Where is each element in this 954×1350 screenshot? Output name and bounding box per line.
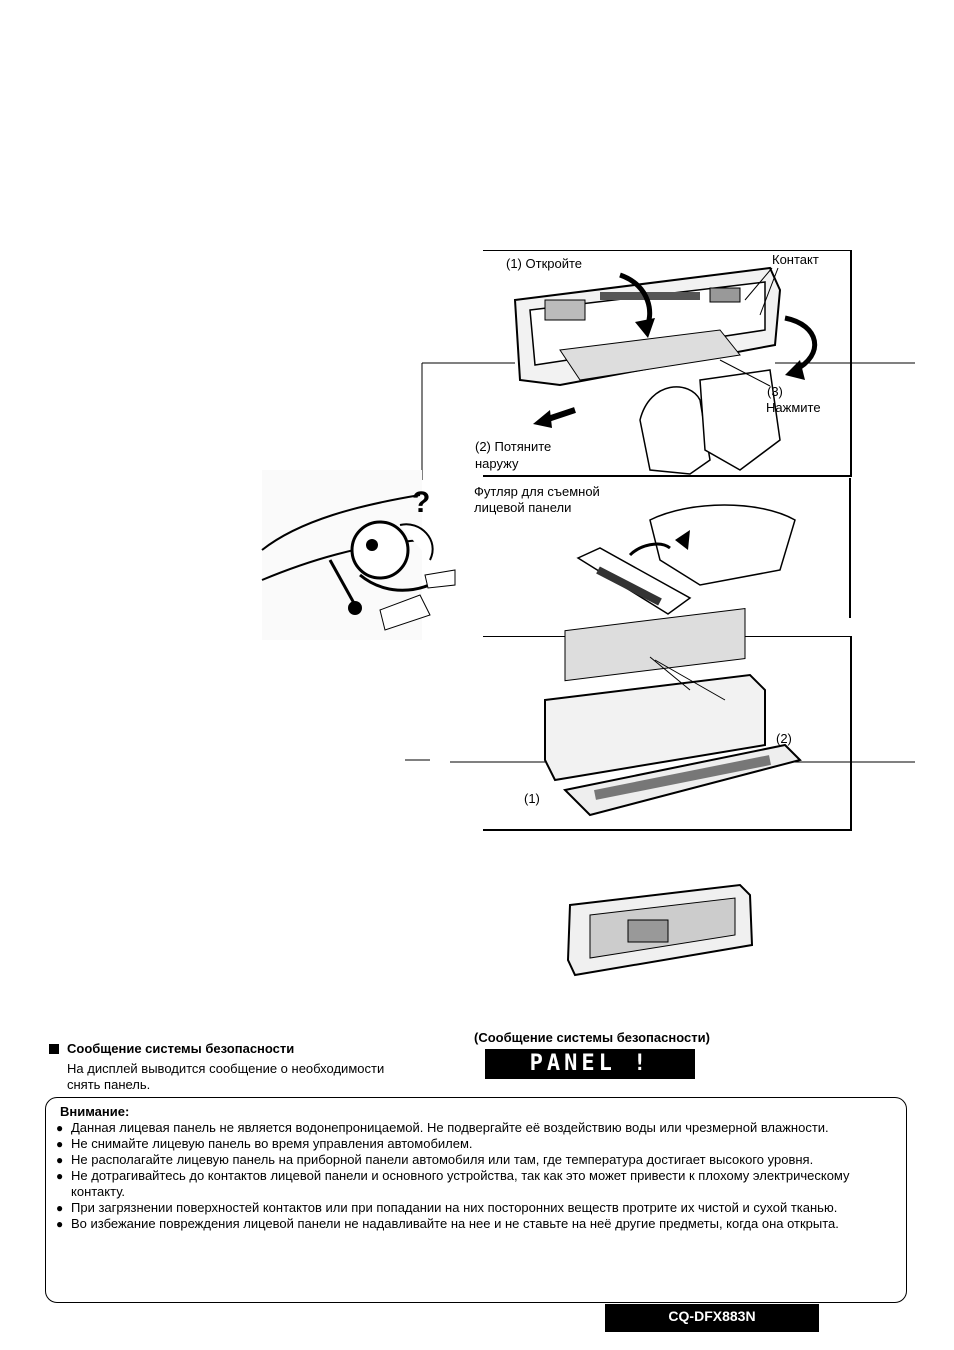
bullet-icon: ● (56, 1121, 64, 1135)
label-press: Нажмите (766, 400, 821, 415)
bullet-icon: ● (56, 1201, 64, 1215)
display-caption: (Сообщение системы безопасности) (474, 1030, 710, 1045)
label-contact-middle: Контакт (573, 643, 620, 658)
label-open: (1) Откройте (506, 256, 583, 271)
bullet-icon: ● (56, 1137, 64, 1151)
panel-display: PANEL ! (485, 1049, 695, 1079)
label-case-line2: лицевой панели (474, 500, 572, 515)
label-num2: (2) (776, 731, 792, 746)
bullet-icon: ● (56, 1169, 64, 1183)
security-body-line2: снять панель. (67, 1077, 151, 1092)
svg-text:?: ? (412, 486, 430, 519)
bullet-icon: ● (56, 1153, 64, 1167)
security-title: Сообщение системы безопасности (67, 1041, 295, 1056)
caution-item: ●Не снимайте лицевую панель во время упр… (56, 1136, 473, 1151)
label-num1: (1) (524, 791, 540, 806)
figure1-frame (483, 250, 852, 477)
label-case-line1: Футляр для съемной (474, 484, 600, 499)
caution-box: Внимание: ●Данная лицевая панель не явля… (45, 1097, 907, 1303)
caution-item: ●Не дотрагивайтесь до контактов лицевой … (56, 1168, 850, 1199)
caution-item: ●При загрязнении поверхностей контактов … (56, 1200, 838, 1215)
caution-item: ●Данная лицевая панель не является водон… (56, 1120, 829, 1135)
caution-item: ●Не располагайте лицевую панель на прибо… (56, 1152, 814, 1167)
section-square-marker (49, 1044, 59, 1054)
caution-title: Внимание: (60, 1104, 130, 1119)
security-body-line1: На дисплей выводится сообщение о необход… (67, 1061, 385, 1076)
label-pull-line2: наружу (475, 456, 519, 471)
caution-list: ●Данная лицевая панель не является водон… (56, 1120, 901, 1232)
label-contact-top: Контакт (772, 252, 819, 267)
bullet-icon: ● (56, 1217, 64, 1231)
model-number-bar: CQ-DFX883N (605, 1304, 819, 1332)
label-pull-line1: (2) Потяните (475, 439, 552, 454)
label-press-number: (3) (767, 384, 783, 399)
caution-item: ●Во избежание повреждения лицевой панели… (56, 1216, 839, 1231)
figure2-right-border (849, 478, 851, 618)
